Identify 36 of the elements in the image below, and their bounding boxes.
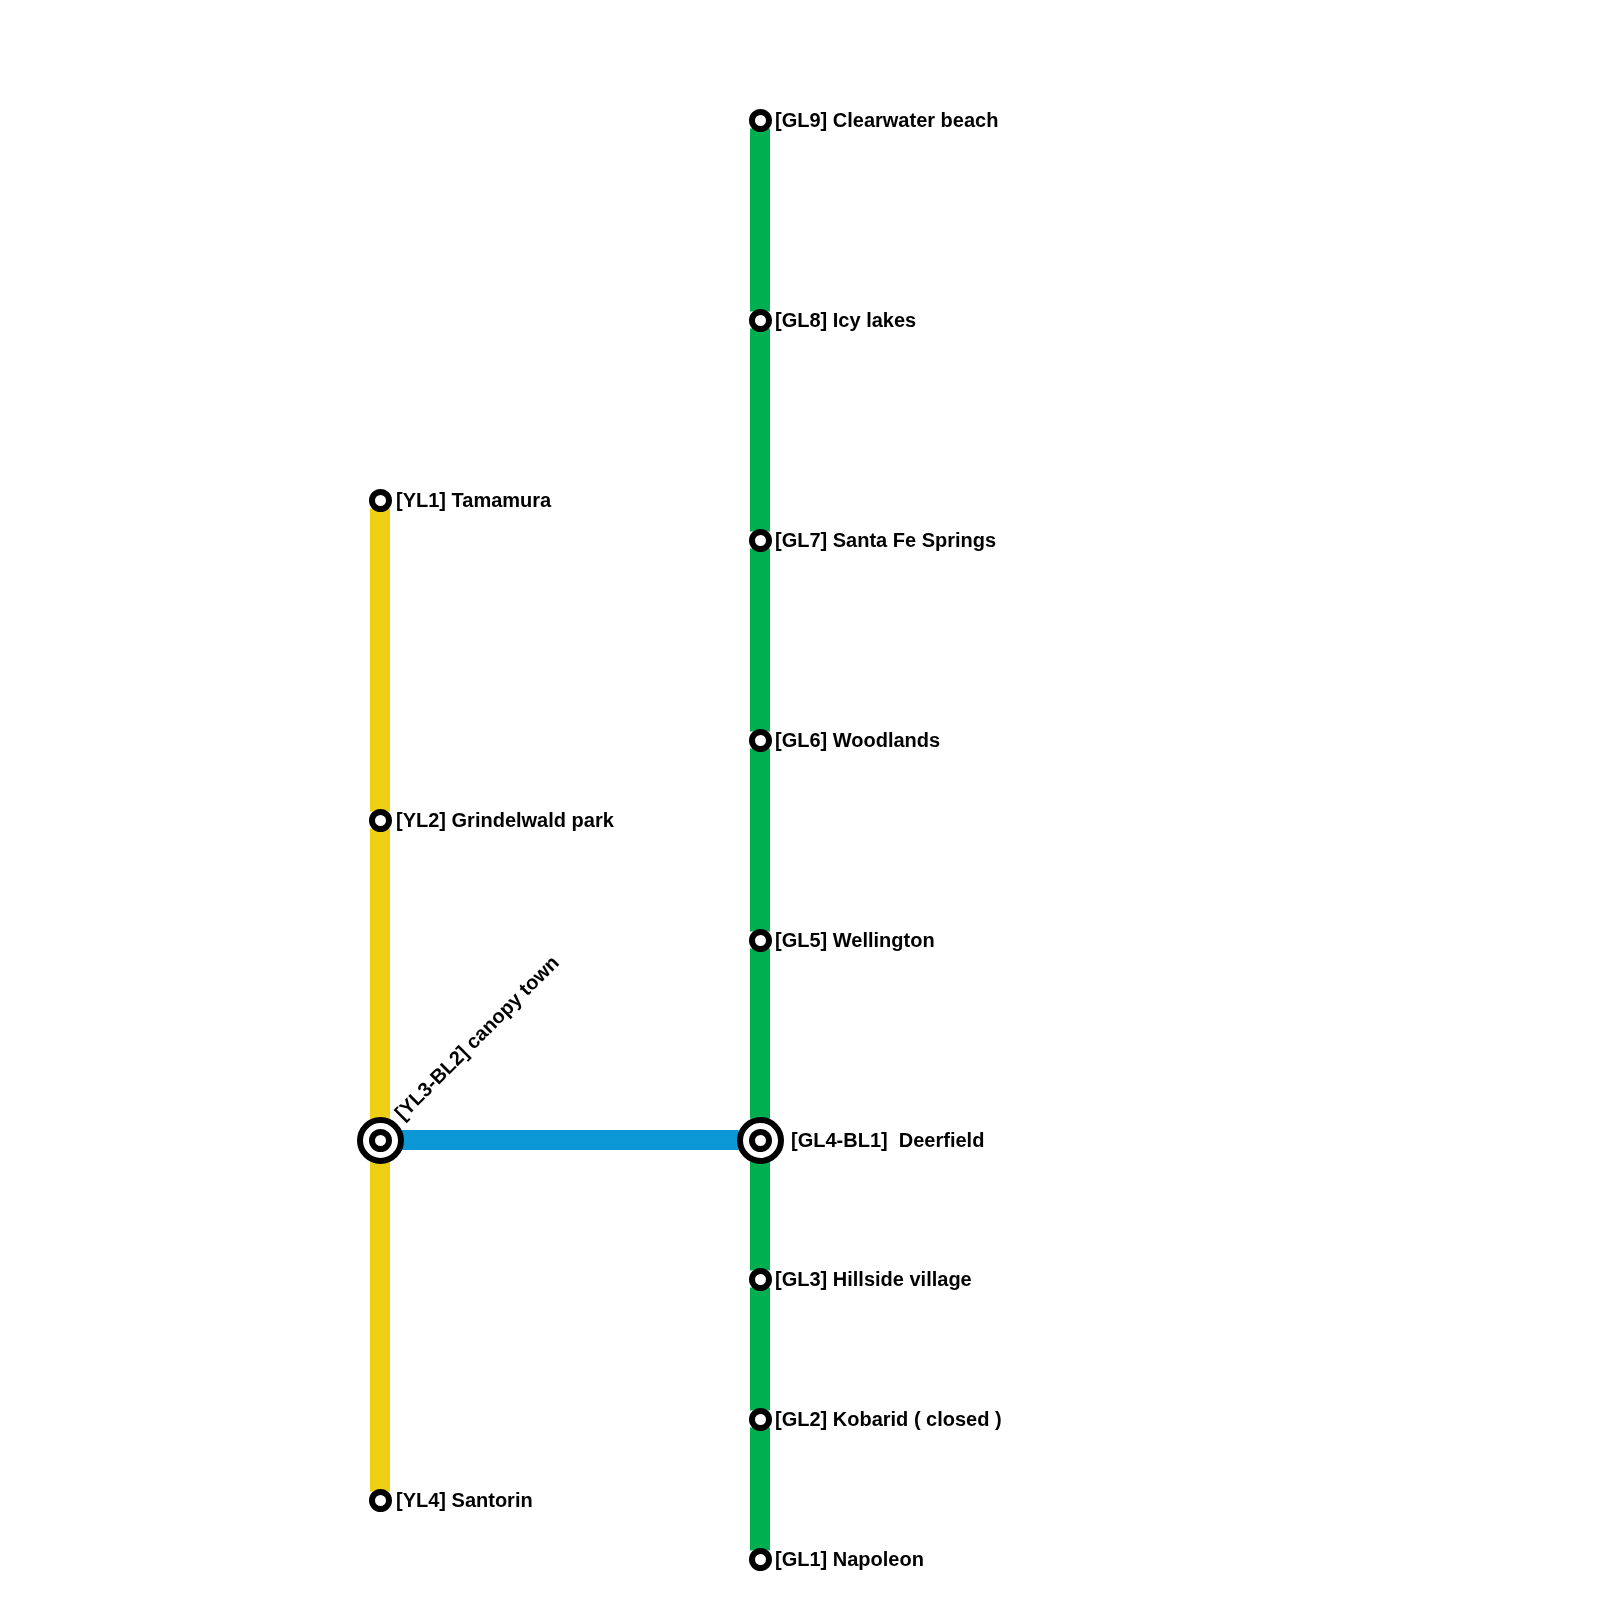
station-ring-icon xyxy=(748,728,772,752)
station-label: [GL6] Woodlands xyxy=(775,728,941,752)
transit-line xyxy=(750,1287,770,1411)
transit-line xyxy=(750,328,770,532)
transit-line xyxy=(370,508,390,812)
station-label: [GL8] Icy lakes xyxy=(775,308,917,332)
transit-line xyxy=(750,948,770,1119)
station-ring-icon xyxy=(368,808,392,832)
station-ring-icon xyxy=(748,928,772,952)
station-label: [GL7] Santa Fe Springs xyxy=(775,528,997,552)
station-ring-icon xyxy=(368,1488,392,1512)
station-ring-icon xyxy=(748,1407,772,1431)
transit-line xyxy=(750,1161,770,1271)
transit-line xyxy=(370,1161,390,1492)
station-label: [YL4] Santorin xyxy=(396,1488,533,1512)
transit-line xyxy=(750,748,770,932)
transit-line xyxy=(750,548,770,732)
station-label: [YL1] Tamamura xyxy=(396,488,552,512)
transit-line xyxy=(401,1130,739,1150)
station-ring-icon xyxy=(748,1547,772,1571)
transit-line xyxy=(750,128,770,312)
station-ring-icon xyxy=(748,528,772,552)
transit-line xyxy=(750,1427,770,1551)
station-ring-icon xyxy=(748,108,772,132)
station-label: [GL2] Kobarid ( closed ) xyxy=(775,1407,1002,1431)
station-label: [GL1] Napoleon xyxy=(775,1547,924,1571)
station-ring-icon xyxy=(748,308,772,332)
station-label: [GL3] Hillside village xyxy=(775,1267,972,1291)
station-label: [YL2] Grindelwald park xyxy=(396,808,614,832)
transit-line xyxy=(370,828,390,1119)
station-label: [GL9] Clearwater beach xyxy=(775,108,999,132)
station-label: [GL4-BL1] Deerfield xyxy=(791,1128,985,1152)
station-ring-icon xyxy=(748,1267,772,1291)
station-ring-icon xyxy=(368,488,392,512)
interchange-ring-icon xyxy=(736,1116,784,1164)
station-label: [GL5] Wellington xyxy=(775,928,935,952)
